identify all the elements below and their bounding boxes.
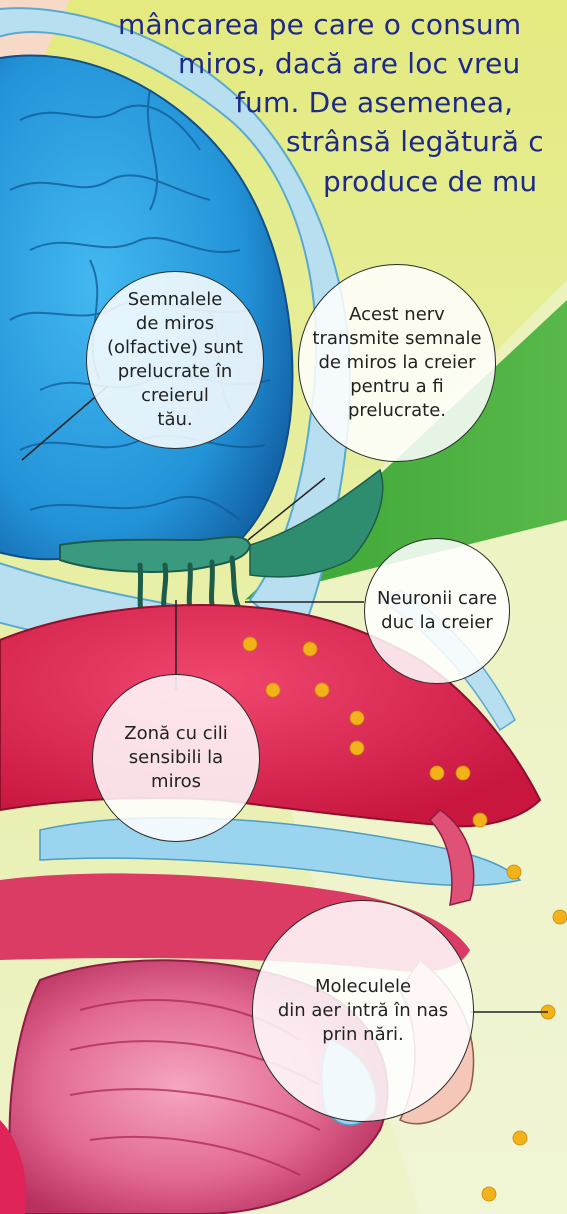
label-air-molecules-text: Moleculele din aer intră în nas prin năr… [278, 975, 448, 1047]
label-olfactory-nerve-text: Acest nerv transmite semnale de miros la… [312, 303, 481, 423]
label-cilia-zone: Zonă cu cili sensibili la miros [92, 674, 260, 842]
label-neurons-text: Neuronii care duc la creier [377, 587, 497, 635]
label-cilia-zone-text: Zonă cu cili sensibili la miros [124, 722, 227, 794]
label-brain-signals: Semnalele de miros (olfactive) sunt prel… [86, 271, 264, 449]
label-brain-signals-text: Semnalele de miros (olfactive) sunt prel… [107, 288, 243, 432]
label-olfactory-nerve: Acest nerv transmite semnale de miros la… [298, 264, 496, 462]
label-air-molecules: Moleculele din aer intră în nas prin năr… [252, 900, 474, 1122]
label-neurons: Neuronii care duc la creier [364, 538, 510, 684]
